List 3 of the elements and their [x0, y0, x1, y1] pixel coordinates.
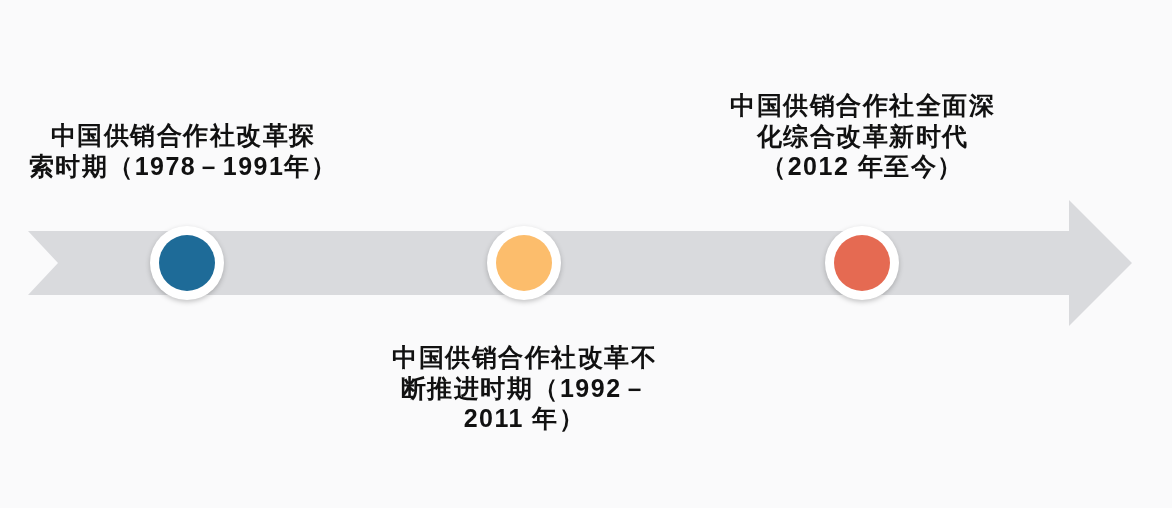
- period-title: 中国供销合作社改革探索时期（1978－1991年）: [27, 120, 339, 181]
- period-title: 中国供销合作社全面深化综合改革新时代（2012 年至今）: [729, 90, 996, 182]
- period-title: 中国供销合作社改革不断推进时期（1992－2011 年）: [391, 342, 658, 434]
